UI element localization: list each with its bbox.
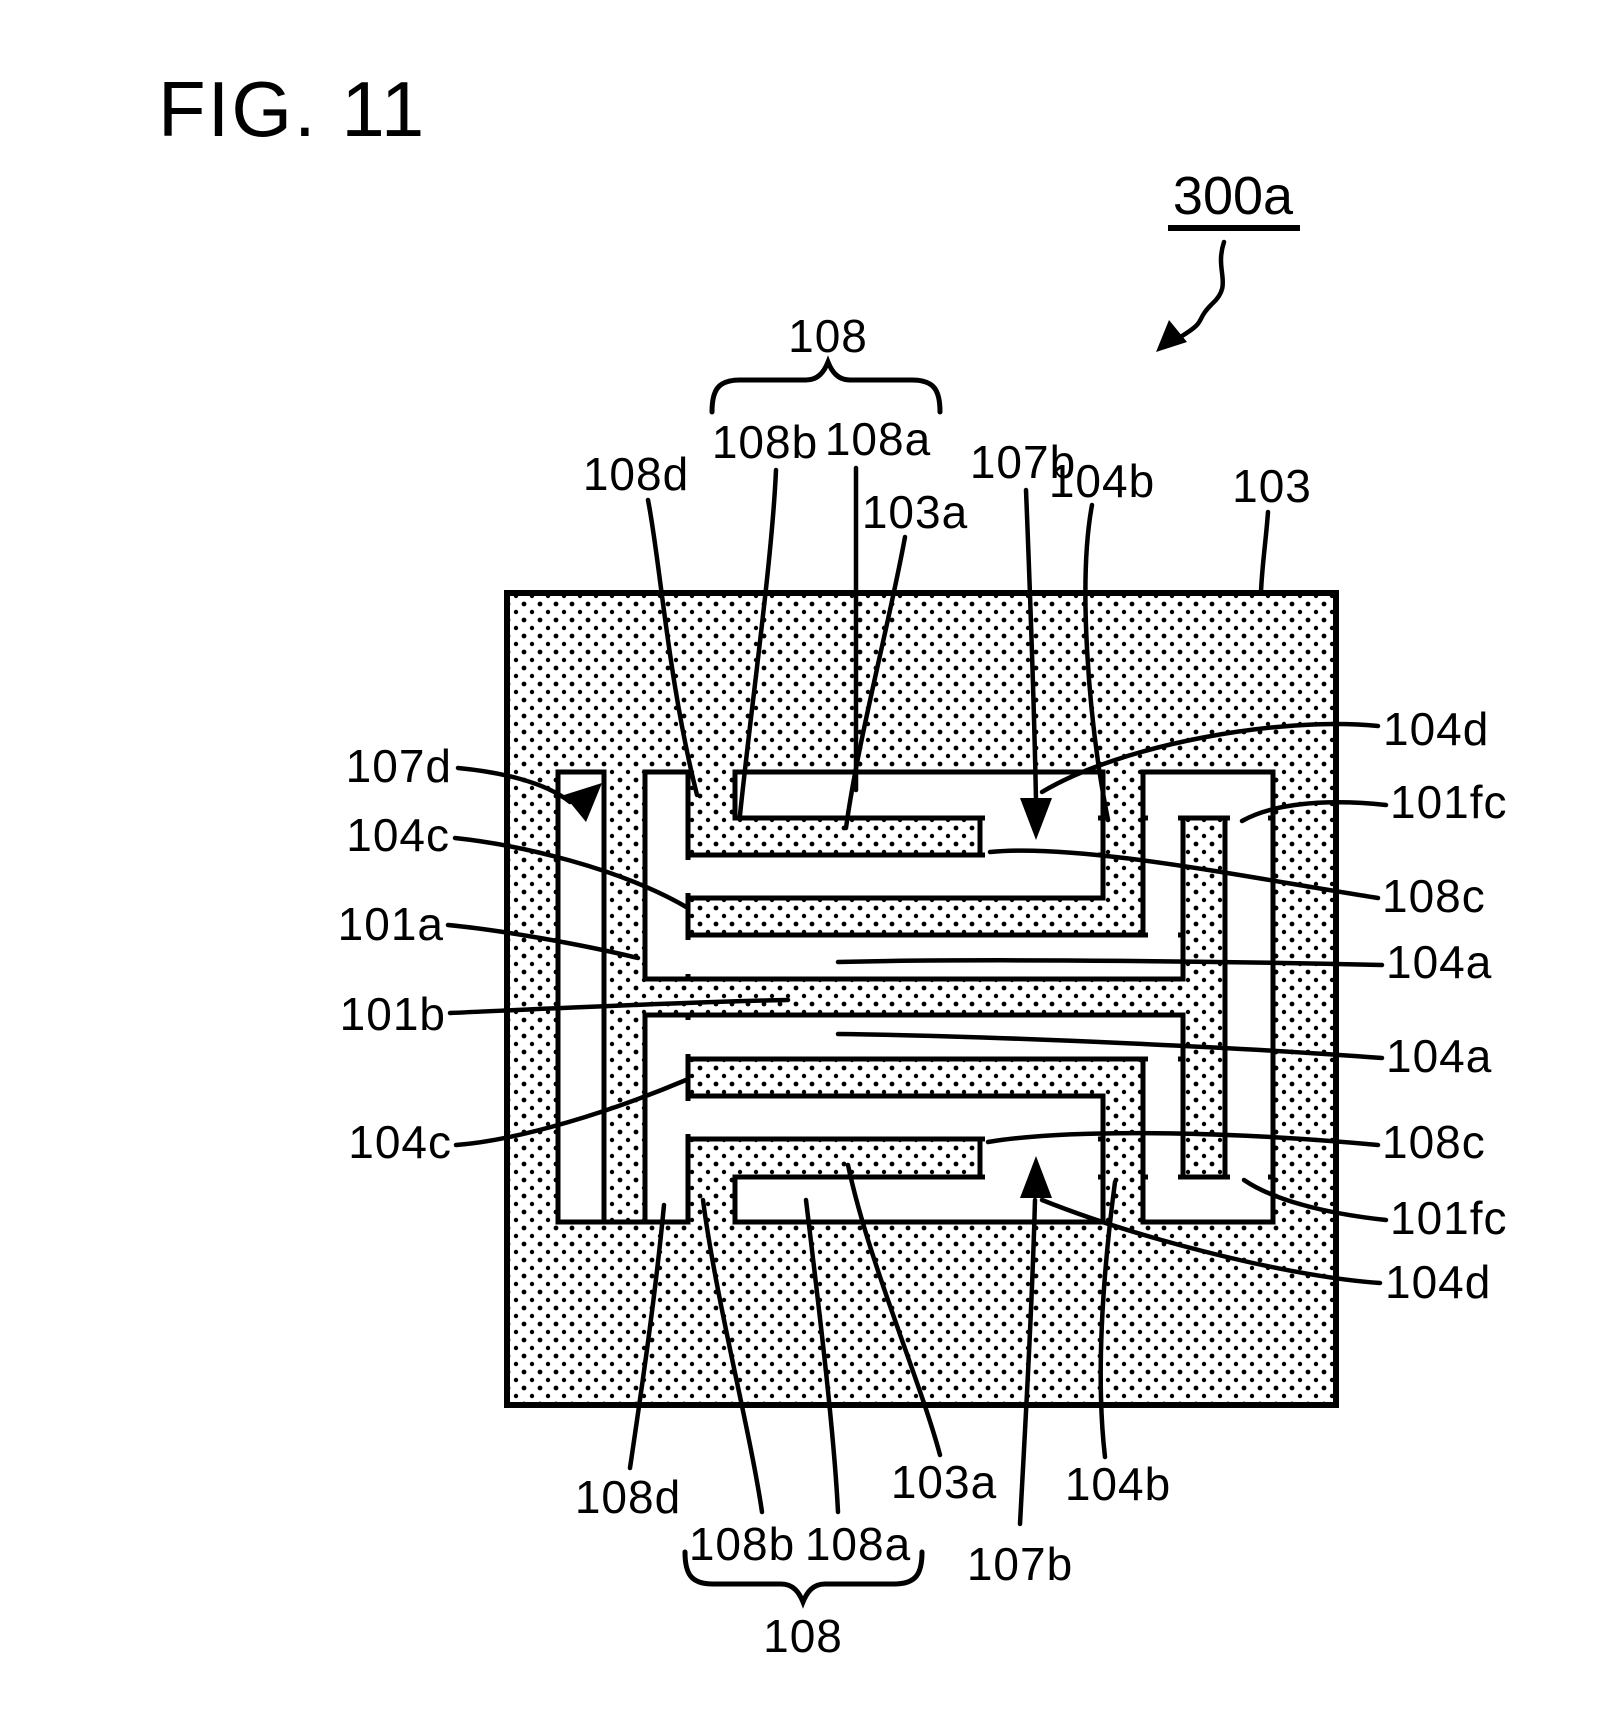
label-103a-bottom: 103a <box>891 1456 997 1508</box>
slit-left-slot <box>555 769 607 1225</box>
reference-arrowhead-icon <box>1156 320 1187 352</box>
slit-upper-low-strip <box>685 932 1186 982</box>
label-108b-top: 108b <box>712 416 818 468</box>
leader-108c-top <box>987 848 1381 901</box>
slit-lower-left-arm <box>642 1012 691 1225</box>
leader-104d-top <box>1039 721 1381 795</box>
labels-bottom: 108d 108b 108a 103a 107b 104b 108 <box>575 1456 1171 1662</box>
label-107d: 107d <box>346 740 452 792</box>
label-101a: 101a <box>338 898 444 950</box>
slit-upper-left-arm <box>642 769 691 982</box>
label-104c-top: 104c <box>346 809 450 861</box>
labels-left: 107d 104c 101a 101b 104c <box>338 740 452 1168</box>
figure-title: FIG. 11 <box>158 65 426 153</box>
label-108-top: 108 <box>788 310 868 362</box>
leader-108c-bottom <box>985 1130 1381 1148</box>
arrowheads <box>564 783 1052 1198</box>
labels-right: 104d 101fc 108c 104a 104a 108c 101fc 104… <box>1382 703 1508 1308</box>
leader-107d <box>455 765 573 805</box>
leader-108b-top <box>737 467 779 818</box>
reference-number: 300a <box>1173 166 1294 226</box>
leader-108b-bottom <box>700 1197 765 1515</box>
leader-104c-bottom <box>453 1077 689 1148</box>
substrate-plate <box>504 590 1339 1408</box>
label-104a-bottom: 104a <box>1386 1030 1492 1082</box>
leader-103a-bottom <box>845 1162 943 1458</box>
labels-top: 108 108b 108a 108d 107b 103a 104b 103 <box>583 310 1312 538</box>
leader-103 <box>1258 509 1271 595</box>
label-104c-bottom: 104c <box>348 1116 452 1168</box>
label-101b: 101b <box>340 988 446 1040</box>
label-101fc-top: 101fc <box>1390 776 1508 828</box>
slit-lower-mid-strip <box>685 1093 1106 1142</box>
label-104a-top: 104a <box>1386 936 1492 988</box>
brace-bottom-icon <box>682 1549 925 1609</box>
arrowhead-107b-top-icon <box>1020 798 1052 840</box>
label-108d-top: 108d <box>583 448 689 500</box>
leader-104b-bottom <box>1098 1179 1118 1460</box>
arrowhead-107b-bottom-icon <box>1020 1156 1052 1198</box>
slit-top-right-cap <box>1140 769 1276 821</box>
reference-arrow-line <box>1179 239 1227 339</box>
leader-108d-bottom <box>627 1202 667 1471</box>
leader-107b-bottom <box>1017 1197 1038 1527</box>
slit-lower-bottom-strip <box>732 1174 1106 1225</box>
leader-104a-top <box>835 958 1385 968</box>
arrowhead-107d-icon <box>564 783 602 822</box>
leader-101fc-bottom <box>1241 1177 1389 1223</box>
leader-107b-top <box>1023 487 1039 803</box>
label-104b-top: 104b <box>1049 455 1155 507</box>
slit-upper-right-arm <box>1140 815 1186 938</box>
label-103a-top: 103a <box>862 486 968 538</box>
label-107b-bottom: 107b <box>967 1538 1073 1590</box>
leader-108a-bottom <box>803 1197 841 1515</box>
leader-108d-top <box>645 497 700 798</box>
leader-lines <box>445 465 1389 1527</box>
label-108c-top: 108c <box>1382 870 1486 922</box>
label-103: 103 <box>1232 460 1312 512</box>
label-108c-bottom: 108c <box>1382 1116 1486 1168</box>
leader-101b <box>447 997 791 1016</box>
leader-101a <box>445 922 641 961</box>
label-108a-bottom: 108a <box>805 1518 911 1570</box>
leader-104b-top <box>1083 502 1111 823</box>
leader-104a-bottom <box>835 1031 1385 1061</box>
label-108a-top: 108a <box>825 413 931 465</box>
label-108-bottom: 108 <box>763 1610 843 1662</box>
slit-upper-mid-strip <box>685 852 1106 901</box>
slit-lower-right-arm <box>1140 1056 1186 1180</box>
leader-103a-top <box>843 534 908 831</box>
leader-101fc-top <box>1239 800 1389 824</box>
label-101fc-bottom: 101fc <box>1390 1192 1508 1244</box>
leader-104d-bottom <box>1039 1197 1383 1286</box>
leader-104c-top <box>452 835 691 911</box>
label-108b-bottom: 108b <box>689 1518 795 1570</box>
label-104d-bottom: 104d <box>1385 1256 1491 1308</box>
brace-top-icon <box>709 355 943 415</box>
label-107b-top: 107b <box>970 436 1076 488</box>
label-104d-top: 104d <box>1383 703 1489 755</box>
slit-upper-top-strip <box>732 769 1106 821</box>
label-108d-bottom: 108d <box>575 1471 681 1523</box>
label-104b-bottom: 104b <box>1065 1458 1171 1510</box>
